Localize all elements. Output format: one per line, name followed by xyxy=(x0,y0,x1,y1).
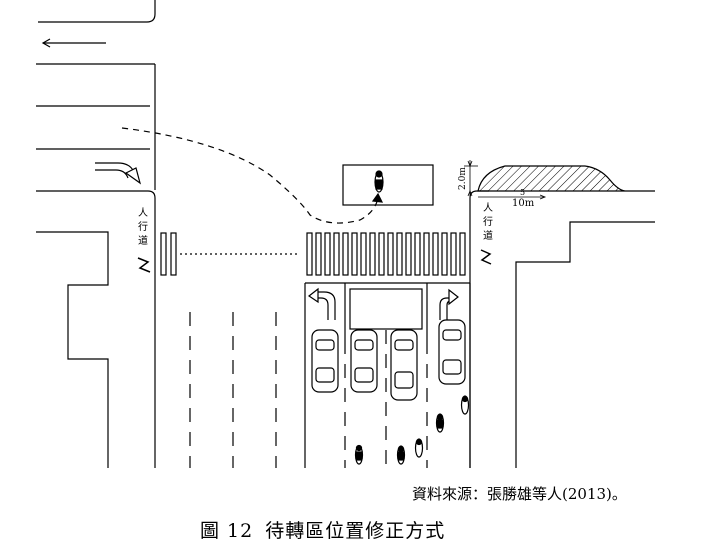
lower-dashed-lanes xyxy=(189,312,277,468)
turn-path-dashed xyxy=(121,127,379,224)
left-lower-sidewalk xyxy=(36,190,156,468)
westbound-arrow xyxy=(41,38,106,48)
height-dimension xyxy=(464,160,478,197)
left-pedestrian-icon xyxy=(137,257,151,273)
figure-title: 待轉區位置修正方式 xyxy=(265,520,446,542)
width-dimension-mark: 5 xyxy=(520,188,525,197)
right-turn-arrow xyxy=(95,162,142,185)
length-dimension xyxy=(478,194,547,200)
left-road-lanes xyxy=(36,63,156,190)
waiting-motorcycle xyxy=(374,170,384,193)
figure-number: 圖 12 xyxy=(200,520,254,542)
right-pedestrian-icon xyxy=(480,249,492,265)
motorcycle-2 xyxy=(435,413,445,433)
figure-caption: 圖 12 待轉區位置修正方式 xyxy=(200,516,457,543)
motorcycle-1 xyxy=(460,395,470,415)
left-sidewalk-char-1: 人 xyxy=(138,207,148,219)
motorcycle-5 xyxy=(354,444,364,465)
left-crosswalk xyxy=(160,232,300,276)
lane-arrow-right xyxy=(439,288,459,320)
height-dimension-label: 2.0m xyxy=(458,167,468,190)
motorcycle-4 xyxy=(396,445,406,465)
right-sidewalk-char-3: 道 xyxy=(483,229,493,242)
car-3 xyxy=(390,329,418,401)
right-sidewalk xyxy=(469,190,655,468)
car-1 xyxy=(311,329,339,393)
right-sidewalk-char-1: 人 xyxy=(483,202,493,214)
left-sidewalk-char-3: 道 xyxy=(138,234,148,247)
intersection-diagram: 人 行 道 人 行 道 2.0m 5 10m xyxy=(36,0,655,468)
motorcycle-3 xyxy=(414,438,424,458)
turn-path-arrowhead xyxy=(371,192,384,203)
car-4 xyxy=(438,319,466,385)
waiting-box xyxy=(342,164,434,206)
lane-arrow-left xyxy=(307,287,336,320)
length-dimension-label: 10m xyxy=(512,198,535,209)
car-2 xyxy=(350,329,378,393)
hatched-island xyxy=(477,165,626,192)
right-sidewalk-char-2: 行 xyxy=(483,215,493,228)
main-crosswalk xyxy=(306,232,466,276)
left-sidewalk-char-2: 行 xyxy=(138,220,148,233)
source-note: 資料來源：張勝雄等人(2013)。 xyxy=(412,485,627,503)
top-corner-curb xyxy=(38,0,156,23)
